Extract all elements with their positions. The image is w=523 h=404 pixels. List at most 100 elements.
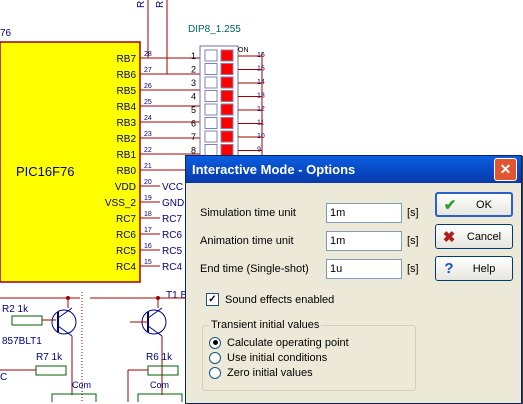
dip-switch-off-cell[interactable]: [204, 144, 218, 156]
top-label-1: RB: [136, 0, 147, 8]
chip-body[interactable]: [0, 41, 141, 283]
sound-effects-checkbox[interactable]: ✓: [206, 293, 219, 306]
sound-effects-checkbox-row[interactable]: ✓ Sound effects enabled: [206, 293, 334, 306]
dip-pin-number: 7: [191, 132, 196, 142]
close-icon: ✕: [499, 161, 512, 177]
chip-pin-label: RB1: [117, 150, 137, 161]
cancel-button[interactable]: ✖ Cancel: [435, 224, 513, 249]
radio-calculate-operating-point[interactable]: Calculate operating point: [209, 335, 409, 350]
chip-pin-number: 25: [144, 99, 152, 106]
resistor-r7[interactable]: [35, 365, 67, 376]
dip-switch-off-cell[interactable]: [204, 76, 218, 89]
simulation-time-unit-input[interactable]: [326, 203, 402, 223]
simulation-time-unit-row: Simulation time unit [s]: [200, 203, 419, 223]
top-label-2: RB: [155, 0, 166, 8]
resistor-r2[interactable]: [11, 315, 43, 326]
dip-switch-on-cell[interactable]: [220, 90, 234, 102]
chip-pin-number: 26: [144, 83, 152, 90]
interactive-mode-options-dialog: Interactive Mode - Options ✕ Simulation …: [185, 155, 522, 404]
simulation-time-unit-suffix: [s]: [407, 207, 419, 219]
c-label: C: [0, 372, 7, 383]
dip-switch-on-cell[interactable]: [220, 117, 234, 129]
dip-pin-number: 6: [191, 119, 196, 129]
ok-button[interactable]: ✔ OK: [435, 192, 513, 217]
chip-pin-label: RB5: [117, 86, 137, 97]
dip-switch-on-cell[interactable]: [220, 49, 234, 62]
dip-pin-number: 1: [191, 51, 196, 61]
dip-switch-off-cell[interactable]: [204, 103, 218, 116]
cancel-x-icon: ✖: [442, 228, 456, 246]
chip-pin-number: 20: [144, 179, 152, 186]
resistor-r6[interactable]: [147, 365, 179, 376]
dip-switch-off-cell[interactable]: [204, 49, 218, 62]
check-icon: ✔: [443, 196, 457, 214]
chip-pin-label: RC5: [116, 246, 136, 257]
net-label: RC5: [162, 246, 182, 257]
animation-time-unit-input[interactable]: [326, 231, 402, 251]
close-button[interactable]: ✕: [494, 158, 517, 181]
radio-label: Zero initial values: [227, 366, 313, 379]
dialog-title: Interactive Mode - Options: [192, 162, 356, 177]
dip-switch-cells: 11621531441351261171089: [191, 49, 265, 156]
help-button-label: Help: [472, 262, 496, 275]
dip-switch-off-cell[interactable]: [204, 63, 218, 75]
radio-zero-initial-values[interactable]: Zero initial values: [209, 365, 409, 380]
chip-pin-number: 24: [144, 115, 152, 122]
t1-label: T1 B: [166, 290, 187, 301]
radio-use-initial-conditions[interactable]: Use initial conditions: [209, 350, 409, 365]
dip-pin-number: 4: [191, 92, 196, 102]
chip-pin-label: RC7: [116, 214, 136, 225]
chip-pin-label: VSS_2: [105, 198, 137, 209]
chip-pin-label: RB3: [117, 118, 137, 129]
radio-button[interactable]: [209, 366, 221, 379]
chip-pin-number: 22: [144, 147, 152, 154]
dip-switch-off-cell[interactable]: [204, 90, 218, 102]
transient-initial-values-group: Transient initial values Calculate opera…: [202, 319, 416, 391]
help-button[interactable]: ? Help: [435, 256, 513, 281]
dip-switch-off-cell[interactable]: [204, 130, 218, 143]
animation-time-unit-row: Animation time unit [s]: [200, 231, 419, 251]
chip-pin-label: RB0: [117, 166, 137, 177]
chip-pin-label: RB4: [117, 102, 137, 113]
dip-switch-on-cell[interactable]: [220, 144, 234, 156]
net-label: VCC: [162, 182, 183, 193]
cancel-button-label: Cancel: [466, 230, 502, 243]
help-question-icon: ?: [444, 260, 454, 277]
dialog-titlebar[interactable]: Interactive Mode - Options ✕: [186, 156, 521, 183]
dip-switch-on-cell[interactable]: [220, 76, 234, 89]
simulation-time-unit-label: Simulation time unit: [200, 207, 296, 219]
corner-label: 76: [0, 28, 12, 39]
chip-pin-label: RC6: [116, 230, 136, 241]
sound-effects-label: Sound effects enabled: [225, 293, 335, 306]
radio-button[interactable]: [209, 336, 221, 349]
dip-switch-on-cell[interactable]: [220, 130, 234, 143]
animation-time-unit-suffix: [s]: [407, 235, 419, 247]
dip-switch-on-cell[interactable]: [220, 103, 234, 116]
end-time-input[interactable]: [326, 259, 402, 279]
chip-pin-label: RC4: [116, 262, 136, 273]
chip-pin-number: 15: [144, 259, 152, 266]
dip-on-label: ON: [238, 47, 249, 54]
net-label: RC7: [162, 214, 182, 225]
end-time-row: End time (Single-shot) [s]: [200, 259, 419, 279]
chip-pin-label: RB6: [117, 70, 137, 81]
com-label-2: Com: [150, 380, 169, 390]
dip-switch-off-cell[interactable]: [204, 117, 218, 129]
transistor-q1[interactable]: [51, 309, 77, 335]
radio-button[interactable]: [209, 351, 221, 364]
chip-pin-number: 27: [144, 67, 152, 74]
dip-pin-number: 2: [191, 65, 196, 75]
q-label: 857BLT1: [2, 336, 42, 347]
ok-button-label: OK: [476, 198, 492, 211]
net-label: RC4: [162, 262, 182, 273]
chip-pin-number: 23: [144, 131, 152, 138]
r7-label: R7 1k: [36, 352, 63, 363]
dip-switch-on-cell[interactable]: [220, 63, 234, 75]
radio-label: Use initial conditions: [227, 351, 328, 364]
r6-label: R6 1k: [146, 352, 173, 363]
dip-pin-number: 3: [191, 78, 196, 88]
chip-pin-number: 19: [144, 195, 152, 202]
